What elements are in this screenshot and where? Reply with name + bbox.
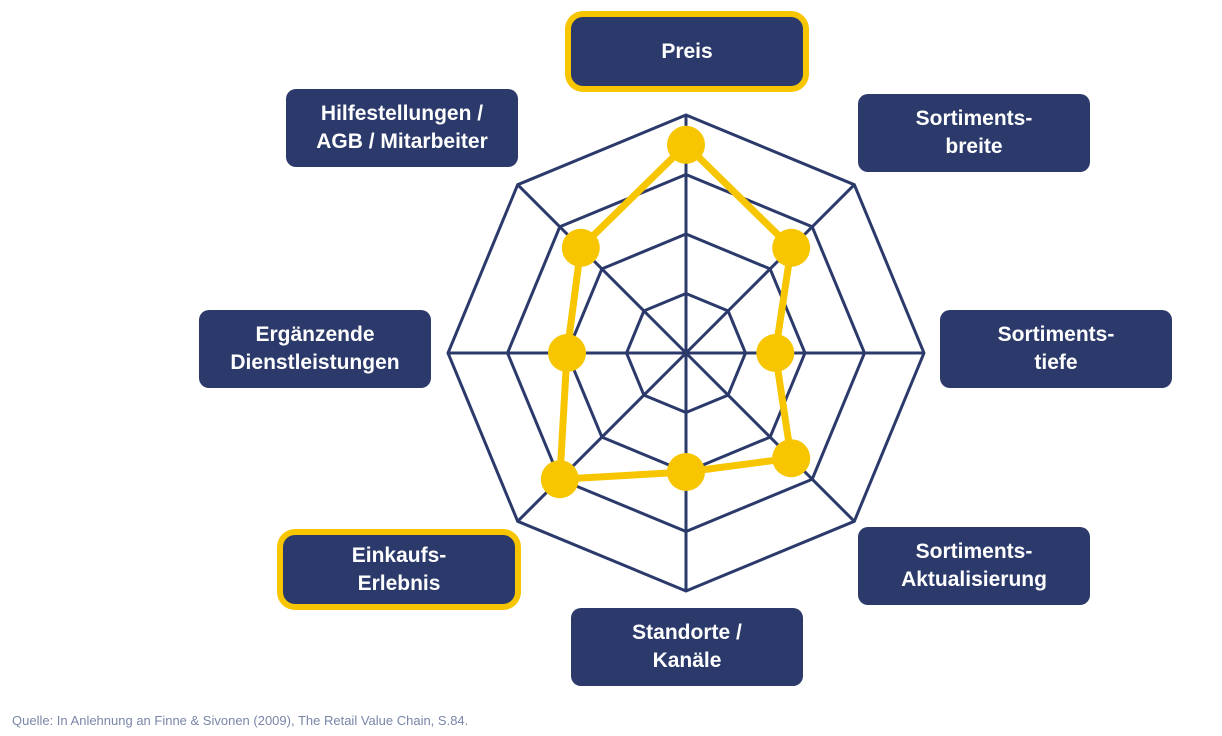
axis-label-5: Standorte / Kanäle: [571, 608, 803, 686]
spoke-4: [684, 351, 856, 523]
series-line: [556, 141, 795, 483]
data-point-5: [667, 453, 705, 491]
data-point-1: [667, 125, 705, 164]
axis-label-6: Einkaufs- Erlebnis: [283, 535, 515, 604]
data-point-7: [548, 334, 586, 372]
data-point-8: [561, 228, 600, 267]
axis-label-2: Sortiments- breite: [858, 94, 1090, 172]
data-point-6: [540, 460, 579, 499]
data-point-3: [756, 334, 795, 372]
axis-label-4: Sortiments- Aktualisierung: [858, 527, 1090, 605]
axis-label-3: Sortiments- tiefe: [940, 310, 1172, 388]
data-point-2: [772, 228, 811, 267]
spoke-2: [684, 183, 856, 355]
axis-label-1: Preis: [571, 17, 803, 86]
spoke-8: [516, 183, 688, 355]
data-point-4: [772, 439, 811, 478]
spoke-6: [516, 351, 688, 523]
source-note: Quelle: In Anlehnung an Finne & Sivonen …: [12, 713, 469, 728]
axis-label-7: Ergänzende Dienstleistungen: [199, 310, 431, 388]
axis-label-8: Hilfestellungen / AGB / Mitarbeiter: [286, 89, 518, 167]
